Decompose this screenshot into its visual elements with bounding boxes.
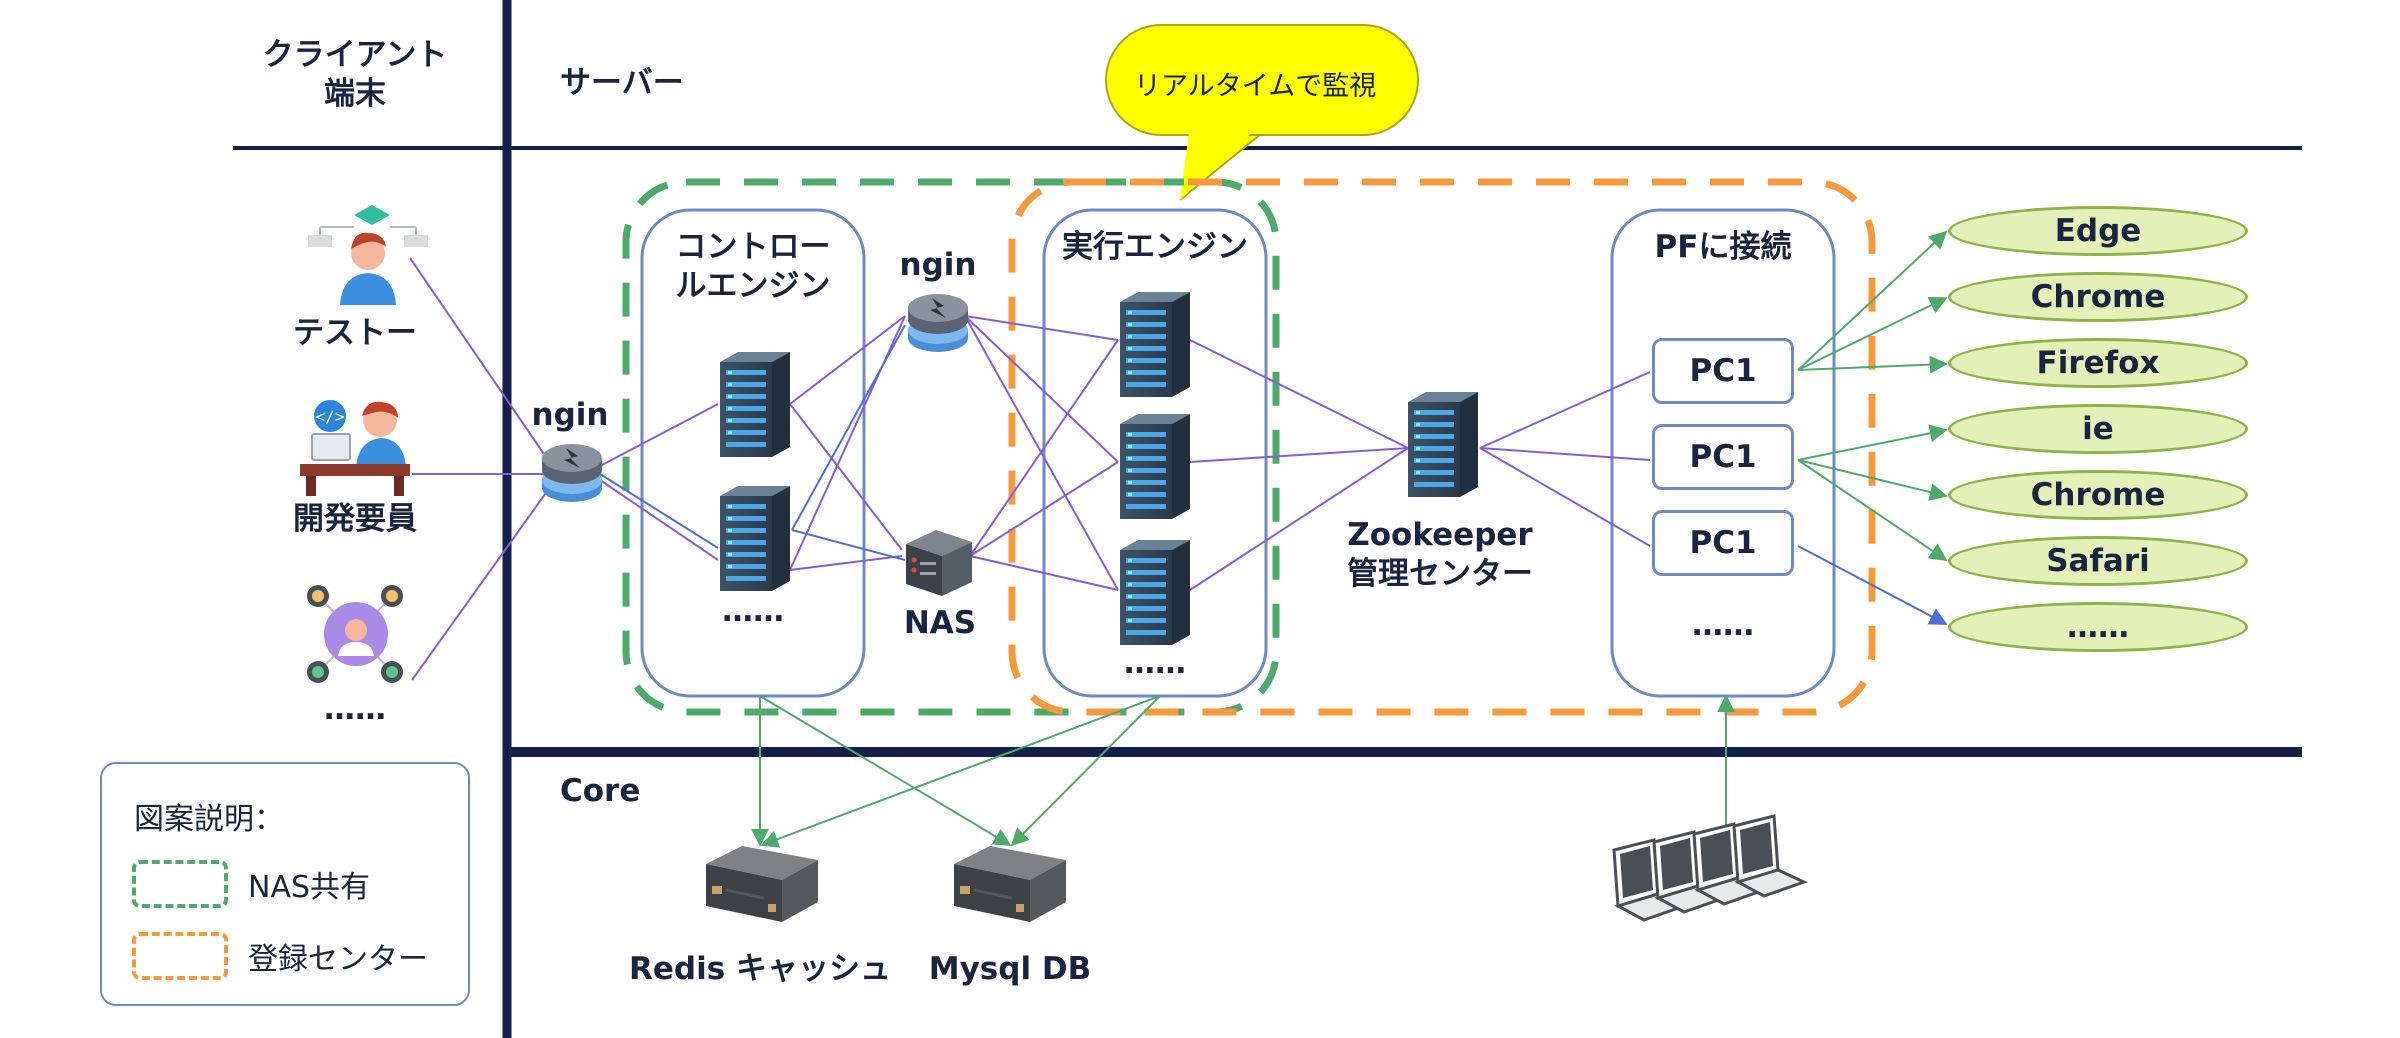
nginx-main-label: ngin [531, 397, 609, 433]
browser-firefox: Firefox [1948, 338, 2248, 388]
redis-server-icon [704, 844, 820, 924]
registry-swatch [132, 932, 228, 980]
clients-more-label: …… [324, 691, 386, 727]
control-engine-more-label: …… [722, 593, 784, 629]
laptops-icon [1612, 814, 1806, 922]
exec-engine-server-1-icon [1120, 292, 1190, 397]
callout-bubble [1105, 24, 1419, 201]
browser-more: …… [1948, 602, 2248, 652]
green-arrows [751, 230, 1948, 848]
nas-share-swatch [132, 860, 228, 908]
tester-label: テストー [293, 315, 417, 351]
redis-label: Redis キャッシュ [629, 951, 891, 987]
pc-node-2: PC1 [1652, 424, 1794, 490]
legend-row-nas: NAS共有 [132, 860, 370, 908]
nas-icon [906, 530, 972, 596]
legend-row-registry: 登録センター [132, 932, 428, 980]
exec-engine-box [1042, 208, 1268, 698]
mysql-server-icon [952, 844, 1068, 924]
server-lane-header: サーバー [560, 65, 684, 101]
client-lane-header: クライアント 端末 [262, 37, 448, 112]
pc-node-1: PC1 [1652, 338, 1794, 404]
browser-chrome-1: Chrome [1948, 272, 2248, 322]
team-icon [307, 585, 403, 683]
blue-links [599, 324, 1948, 625]
developer-icon: </> [300, 400, 410, 496]
browser-ie: ie [1948, 404, 2248, 454]
svg-text:</>: </> [316, 407, 345, 426]
callout-text: リアルタイムで監視 [1134, 71, 1377, 102]
pf-connect-label: PFに接続 [1654, 229, 1792, 265]
control-engine-label: コントロー ルエンジン [675, 229, 831, 304]
nas-label: NAS [903, 605, 977, 641]
legend-registry-label: 登録センター [248, 942, 428, 977]
pc-node-3: PC1 [1652, 510, 1794, 576]
legend-nas-label: NAS共有 [248, 870, 371, 905]
legend-panel: 図案説明： NAS共有 登録センター [100, 762, 470, 1006]
mysql-label: Mysql DB [928, 951, 1092, 987]
browser-safari: Safari [1948, 536, 2248, 586]
tester-icon [308, 205, 428, 305]
developer-label: 開発要員 [293, 501, 417, 537]
exec-engine-more-label: …… [1124, 645, 1186, 681]
control-engine-server-1-icon [720, 352, 790, 457]
browser-edge: Edge [1948, 206, 2248, 256]
lane-dividers [233, 0, 2302, 1038]
nginx-inner-icon [908, 294, 968, 352]
nas-share-group [622, 178, 1280, 716]
zookeeper-server-icon [1408, 392, 1478, 497]
core-lane-header: Core [560, 773, 641, 809]
pc-more-label: …… [1692, 607, 1754, 643]
nginx-inner-label: ngin [899, 247, 977, 283]
exec-engine-label: 実行エンジン [1062, 229, 1248, 265]
browser-chrome-2: Chrome [1948, 470, 2248, 520]
exec-engine-server-2-icon [1120, 414, 1190, 519]
control-engine-server-2-icon [720, 486, 790, 591]
legend-title: 図案説明： [134, 802, 284, 837]
nginx-main-icon [542, 444, 602, 502]
exec-engine-server-3-icon [1120, 540, 1190, 645]
registry-group [1008, 178, 1876, 716]
control-engine-box [640, 208, 866, 698]
zookeeper-label: Zookeeper 管理センター [1347, 517, 1533, 592]
